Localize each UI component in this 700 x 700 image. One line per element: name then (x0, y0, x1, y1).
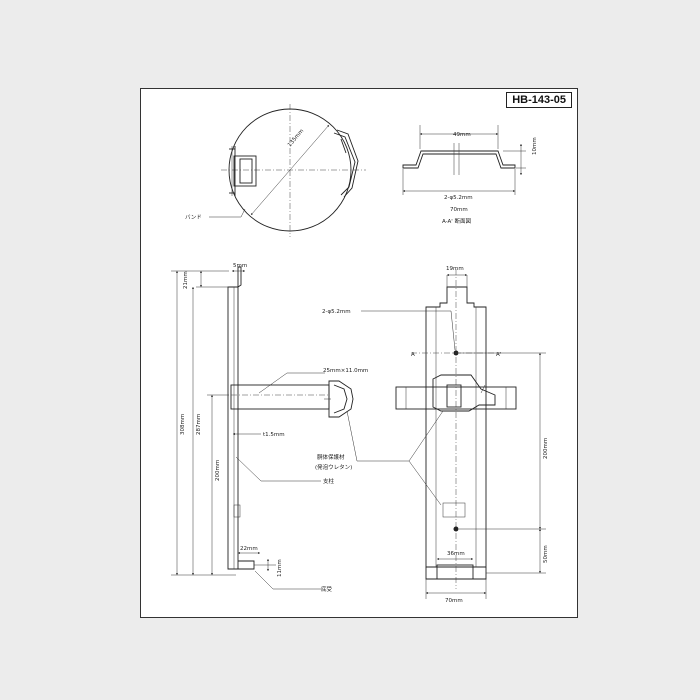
front-holes: 2-φ5.2mm (322, 309, 351, 315)
section-holes: 2-φ5.2mm (444, 195, 473, 201)
front-width-36: 36mm (447, 551, 465, 557)
bottom-width: 22mm (240, 546, 258, 552)
drawing-code: HB-143-05 (506, 92, 572, 108)
side-top-height: 21mm (183, 271, 189, 289)
diameter-label: 135mm (287, 128, 305, 148)
section-width-top: 49mm (453, 132, 471, 138)
side-height-287: 287mm (196, 414, 202, 435)
section-profile (402, 150, 516, 169)
band-bracket-right (333, 129, 359, 198)
protector-label-2: (発泡ウレタン) (315, 463, 352, 471)
top-view: 135mm バンド (185, 104, 366, 237)
pad-block (442, 502, 466, 518)
bracket-label: 底受 (321, 585, 333, 593)
side-top-width: 5mm (233, 263, 247, 269)
band-front (395, 386, 517, 410)
front-height-50: 50mm (543, 545, 549, 563)
front-top-width: 19mm (446, 266, 464, 272)
section-overall-width: 70mm (450, 207, 468, 213)
diameter-dimension (250, 124, 330, 216)
mount-hole-bottom (453, 526, 459, 532)
section-a-label: A (411, 352, 415, 358)
side-view: 5mm 21mm 308mm 287mm 200mm 25mm×11.0mm (171, 263, 368, 593)
drawing-sheet: HB-143-05 (140, 88, 578, 618)
front-height-200: 200mm (543, 438, 549, 459)
buckle (432, 374, 496, 412)
technical-drawing: 135mm バンド 49mm 10mm 2-φ5.2mm (171, 104, 549, 604)
section-view: 49mm 10mm 2-φ5.2mm 70mm A-A' 断面図 (402, 125, 538, 225)
section-height: 10mm (532, 137, 538, 155)
side-height-200: 200mm (215, 460, 221, 481)
thickness-label: t1.5mm (263, 432, 285, 438)
side-overall-height: 308mm (180, 414, 186, 435)
band-label: バンド (185, 214, 202, 221)
band-side (230, 384, 330, 410)
post-side (227, 286, 239, 570)
front-overall-width: 70mm (445, 598, 463, 604)
bottom-height: 11mm (277, 559, 283, 577)
section-a2-label: A' (496, 352, 501, 358)
post-label: 支柱 (323, 477, 335, 485)
protector-label-1: 胴体保護材 (317, 453, 345, 461)
section-caption: A-A' 断面図 (442, 217, 472, 225)
front-view: A A' 2-φ5.2mm 19mm (322, 266, 549, 604)
protector-callout: 胴体保護材 (発泡ウレタン) (315, 410, 444, 506)
band-size-label: 25mm×11.0mm (323, 368, 368, 374)
band-bracket-left (229, 146, 257, 196)
